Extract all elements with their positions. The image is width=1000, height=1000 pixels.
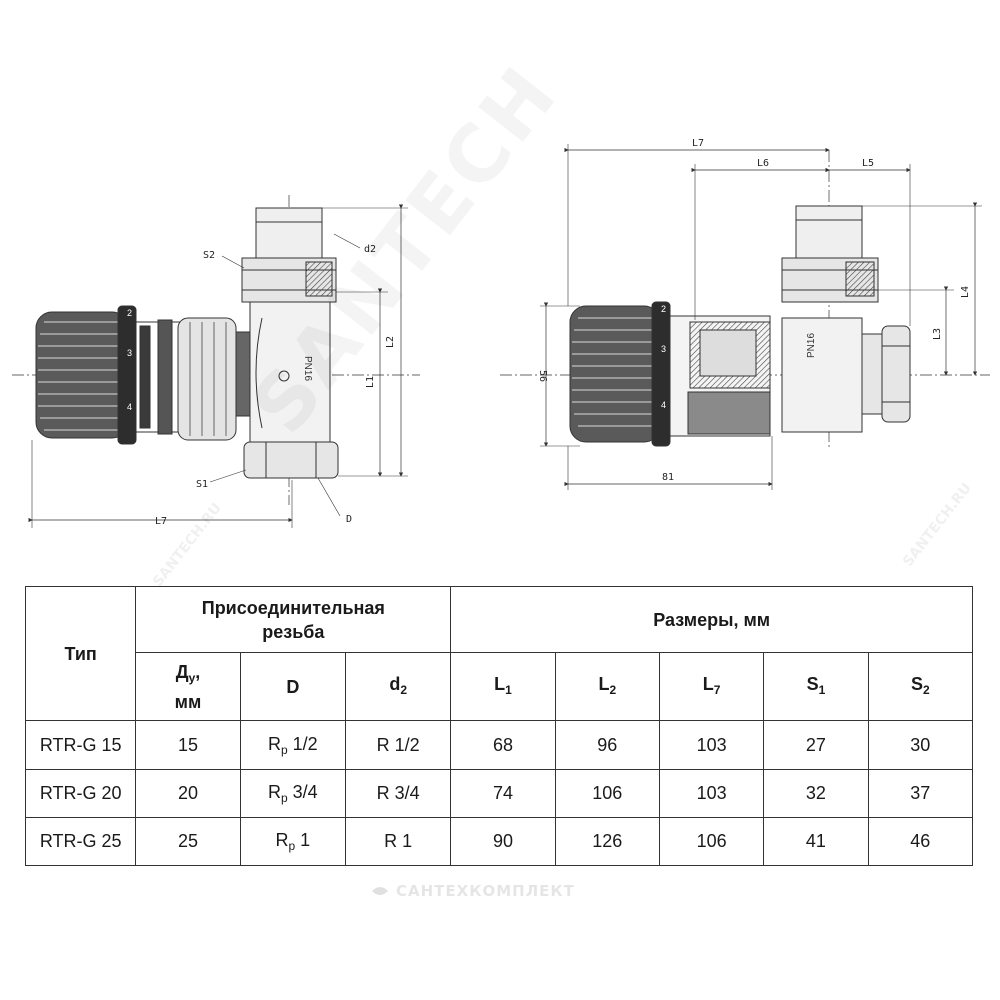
- thermostat-head-right: 2 3 4: [569, 301, 771, 447]
- label-l4: L4: [960, 286, 971, 298]
- label-81: 81: [662, 472, 674, 483]
- technical-drawings: 2 3 4 PN16: [12, 138, 990, 528]
- header-du: Ду, мм: [135, 652, 241, 722]
- label-56: 56: [537, 370, 548, 382]
- watermark-bottom: САНТЕХКОМПЛЕКТ: [370, 882, 575, 900]
- cell-l1: 68: [450, 720, 556, 770]
- cell-d: Rp 1/2: [239, 720, 346, 770]
- label-l3: L3: [932, 328, 943, 340]
- header-thread: Присоединительная резьба: [135, 585, 452, 654]
- cell-l2: 106: [554, 768, 660, 818]
- pn-mark-left: PN16: [302, 356, 313, 381]
- cell-type: RTR-G 25: [24, 816, 137, 867]
- label-s2: S2: [203, 250, 215, 261]
- header-d: D: [239, 652, 346, 722]
- cell-du: 15: [135, 720, 241, 770]
- table-row: RTR-G 15 15 Rp 1/2 R 1/2 68 96 103 27 30: [24, 720, 974, 770]
- label-s1: S1: [196, 479, 208, 490]
- cell-s1: 41: [763, 816, 869, 867]
- header-d2: d2: [344, 652, 452, 722]
- label-d: D: [346, 514, 352, 525]
- label-l7-left: L7: [155, 516, 167, 527]
- cell-l7: 103: [658, 768, 765, 818]
- header-s2: S2: [867, 652, 974, 722]
- label-l6: L6: [757, 158, 769, 169]
- table-row: RTR-G 25 25 Rp 1 R 1 90 126 106 41 46: [24, 816, 974, 867]
- header-row-1: Тип Присоединительная резьба Размеры, мм: [24, 585, 973, 722]
- cell-l1: 74: [450, 768, 556, 818]
- cell-s2: 46: [867, 816, 974, 867]
- svg-text:3: 3: [661, 344, 666, 354]
- right-valve-drawing: 2 3 4 PN16: [500, 144, 990, 490]
- svg-text:4: 4: [661, 400, 666, 410]
- cell-l2: 126: [554, 816, 660, 867]
- label-l5: L5: [862, 158, 874, 169]
- cell-s2: 37: [867, 768, 974, 818]
- cell-s1: 32: [763, 768, 869, 818]
- cell-s2: 30: [867, 720, 974, 770]
- label-l2: L2: [385, 336, 396, 348]
- cell-d2: R 3/4: [344, 768, 452, 818]
- label-l1: L1: [365, 376, 376, 388]
- cell-l1: 90: [450, 816, 556, 867]
- thermostat-head-left: 2 3 4: [35, 305, 251, 445]
- header-l1: L1: [450, 652, 556, 722]
- cell-l2: 96: [554, 720, 660, 770]
- cell-s1: 27: [763, 720, 869, 770]
- cell-d2: R 1/2: [344, 720, 452, 770]
- label-d2: d2: [364, 244, 376, 255]
- label-l7-right: L7: [692, 138, 704, 149]
- brand-logo-icon: [372, 887, 388, 895]
- cell-du: 20: [135, 768, 241, 818]
- pn-mark-right: PN16: [806, 333, 817, 358]
- svg-text:4: 4: [127, 402, 132, 412]
- header-s1: S1: [763, 652, 869, 722]
- cell-du: 25: [135, 816, 241, 867]
- cell-d2: R 1: [344, 816, 452, 867]
- table-row: RTR-G 20 20 Rp 3/4 R 3/4 74 106 103 32 3…: [24, 768, 974, 818]
- header-type: Тип: [24, 585, 137, 722]
- spec-table: Тип Присоединительная резьба Размеры, мм…: [24, 585, 974, 867]
- svg-text:2: 2: [127, 308, 132, 318]
- header-l7: L7: [658, 652, 765, 722]
- cell-type: RTR-G 15: [24, 720, 137, 770]
- cell-d: Rp 1: [239, 816, 346, 867]
- svg-text:3: 3: [127, 348, 132, 358]
- left-valve-drawing: 2 3 4 PN16: [12, 195, 420, 528]
- cell-d: Rp 3/4: [239, 768, 346, 818]
- svg-text:2: 2: [661, 304, 666, 314]
- valve-body-left: PN16: [241, 207, 339, 479]
- watermark-bottom-text: САНТЕХКОМПЛЕКТ: [396, 882, 575, 900]
- cell-type: RTR-G 20: [24, 768, 137, 818]
- valve-body-right: PN16: [781, 205, 911, 433]
- cell-l7: 106: [658, 816, 765, 867]
- cell-l7: 103: [658, 720, 765, 770]
- header-row-2: Ду, мм D d2 L1 L2 L7 S1 S2: [26, 652, 974, 722]
- header-dims: Размеры, мм: [450, 585, 973, 654]
- header-l2: L2: [554, 652, 660, 722]
